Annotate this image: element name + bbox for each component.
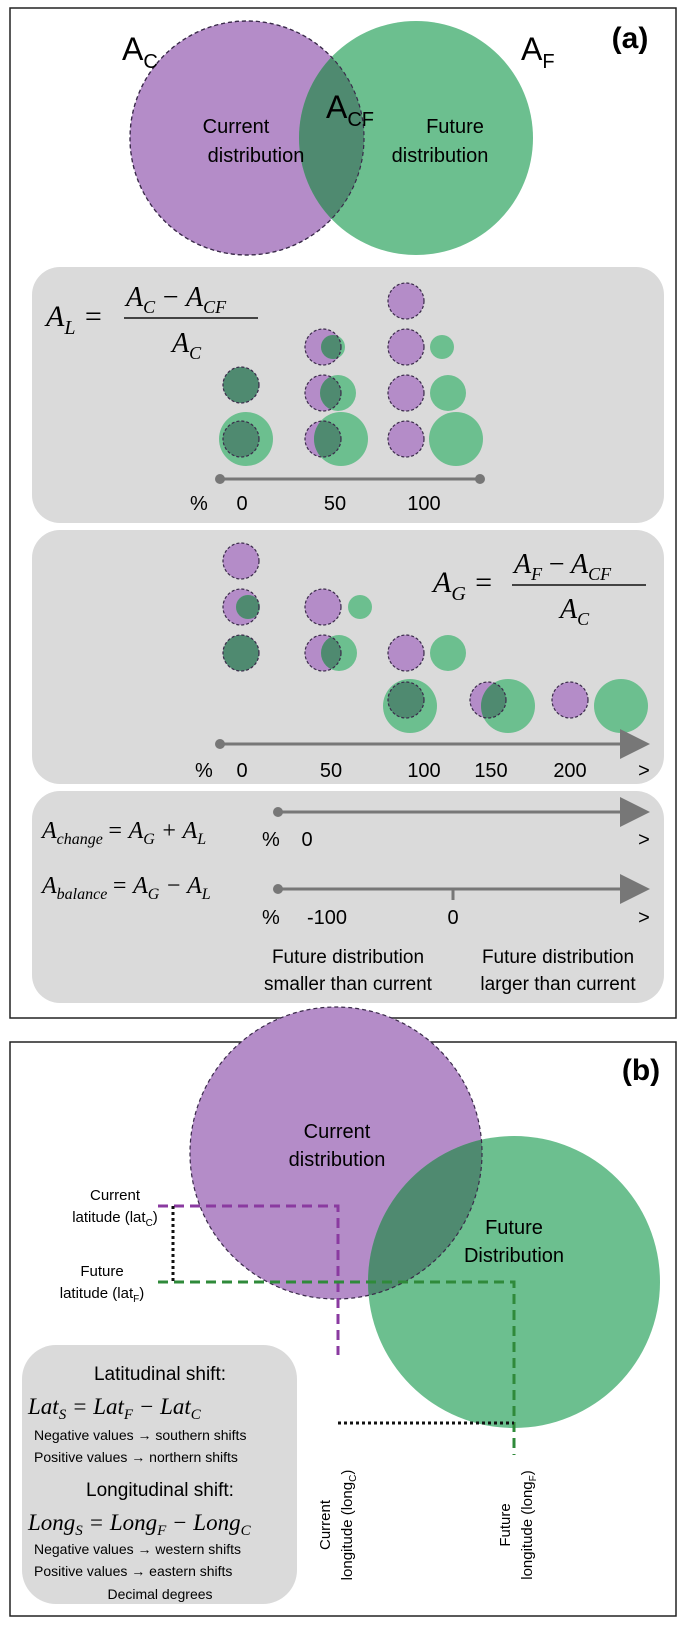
gain-tick-4: 200 (553, 760, 586, 782)
loss-future-circle (429, 412, 483, 466)
future-distribution-label-b: Future (485, 1217, 543, 1239)
gain-circles (222, 542, 648, 733)
gain-future-circle (594, 679, 648, 733)
loss-pair (387, 282, 425, 320)
gain-pair (222, 588, 260, 626)
future-longitude-label: Future (497, 1503, 514, 1546)
gain-tick-2: 100 (407, 760, 440, 782)
gain-future-circle (430, 635, 466, 671)
lat-positive-note: Positive values → northern shifts (34, 1449, 238, 1465)
current-longitude-label: Current (317, 1499, 334, 1550)
loss-future-circle (430, 375, 466, 411)
change-box (32, 791, 664, 1003)
svg-text:longitude (longF): longitude (longF) (519, 1470, 539, 1580)
gain-pair (304, 588, 342, 626)
current-distribution-label: Current (203, 116, 270, 138)
gain-pair (222, 542, 260, 580)
loss-pair (219, 412, 273, 466)
loss-tick-1: 50 (324, 493, 346, 515)
smaller-label: Future distribution (272, 947, 424, 968)
loss-pair (304, 374, 356, 412)
loss-pair (304, 328, 345, 366)
balance-tick-neg: -100 (307, 907, 347, 929)
current-distribution-label-b: Current (304, 1121, 371, 1143)
change-axis-unit: % (262, 829, 280, 851)
panel-b-tag: (b) (622, 1054, 660, 1087)
change-formula: Achange= AG + AL (40, 818, 206, 848)
gain-tick-0: 0 (236, 760, 247, 782)
svg-text:AC: AC (170, 328, 202, 363)
balance-formula: Abalance= AG − AL (40, 873, 211, 903)
loss-pair (387, 374, 425, 412)
loss-pair (222, 366, 260, 404)
svg-text:longitude (longC): longitude (longC) (339, 1470, 359, 1581)
svg-text:distribution: distribution (208, 145, 305, 167)
svg-text:AC: AC (558, 594, 590, 629)
svg-text:latitude (latC): latitude (latC) (72, 1209, 158, 1229)
svg-text:ACF: ACF (326, 89, 374, 131)
gain-tick-5: > (638, 760, 650, 782)
gain-tick-1: 50 (320, 760, 342, 782)
loss-future-circle (430, 335, 454, 359)
loss-pair (387, 328, 425, 366)
change-tick-end: > (638, 829, 650, 851)
future-distribution-label: Future (426, 116, 484, 138)
shift-legend-box (22, 1345, 297, 1604)
gain-tick-3: 150 (474, 760, 507, 782)
label-af: A (521, 31, 543, 67)
loss-pair (387, 420, 425, 458)
latitudinal-shift-title: Latitudinal shift: (94, 1364, 226, 1385)
loss-circles (219, 282, 483, 466)
svg-text:distribution: distribution (289, 1149, 386, 1171)
gain-pair (383, 679, 437, 733)
panel-a-tag: (a) (612, 22, 649, 55)
latitudinal-shift-formula: LatS = LatF − LatC (27, 1394, 202, 1423)
svg-text:AG =: AG = (431, 566, 494, 605)
long-negative-note: Negative values → western shifts (34, 1541, 241, 1557)
future-circle (299, 21, 533, 255)
label-ac: A (122, 31, 144, 67)
change-tick-0: 0 (301, 829, 312, 851)
label-acf: A (326, 89, 348, 125)
svg-text:larger than current: larger than current (480, 974, 636, 995)
loss-pair (304, 412, 368, 466)
gain-pair (387, 634, 425, 672)
loss-formula: AL = AC−ACF AC (44, 282, 258, 363)
longitudinal-shift-formula: LongS = LongF − LongC (27, 1510, 252, 1539)
svg-text:AF: AF (521, 31, 555, 73)
gain-pair (469, 679, 535, 733)
svg-text:Distribution: Distribution (464, 1245, 564, 1267)
svg-text:AC−ACF: AC−ACF (124, 282, 227, 317)
gain-formula: AG = AF−ACF AC (431, 549, 646, 629)
gain-future-circle (348, 595, 372, 619)
longitudinal-shift-title: Longitudinal shift: (86, 1480, 234, 1501)
long-positive-note: Positive values → eastern shifts (34, 1563, 232, 1579)
venn-diagram-a (129, 20, 533, 256)
svg-text:AC: AC (122, 31, 158, 73)
balance-axis-unit: % (262, 907, 280, 929)
current-coordinate-lines (158, 1204, 340, 1355)
loss-tick-0: 0 (236, 493, 247, 515)
loss-tick-2: 100 (407, 493, 440, 515)
svg-text:smaller than current: smaller than current (264, 974, 433, 995)
svg-text:AF−ACF: AF−ACF (512, 549, 612, 584)
gain-pair (304, 634, 357, 672)
future-coordinate-lines (158, 1280, 516, 1455)
gain-pair (222, 634, 260, 672)
balance-tick-end: > (638, 907, 650, 929)
future-latitude-label: Future (80, 1263, 123, 1280)
loss-axis-unit: % (190, 493, 208, 515)
current-latitude-label: Current (90, 1187, 141, 1204)
larger-label: Future distribution (482, 947, 634, 968)
balance-tick-zero: 0 (447, 907, 458, 929)
gain-pair (551, 681, 589, 719)
svg-text:latitude (latF): latitude (latF) (60, 1285, 144, 1305)
svg-text:AL =: AL = (44, 300, 103, 339)
lat-negative-note: Negative values → southern shifts (34, 1427, 246, 1443)
svg-text:distribution: distribution (392, 145, 489, 167)
overlap-region-b (368, 1136, 482, 1299)
gain-axis-unit: % (195, 760, 213, 782)
units-note: Decimal degrees (107, 1586, 212, 1602)
